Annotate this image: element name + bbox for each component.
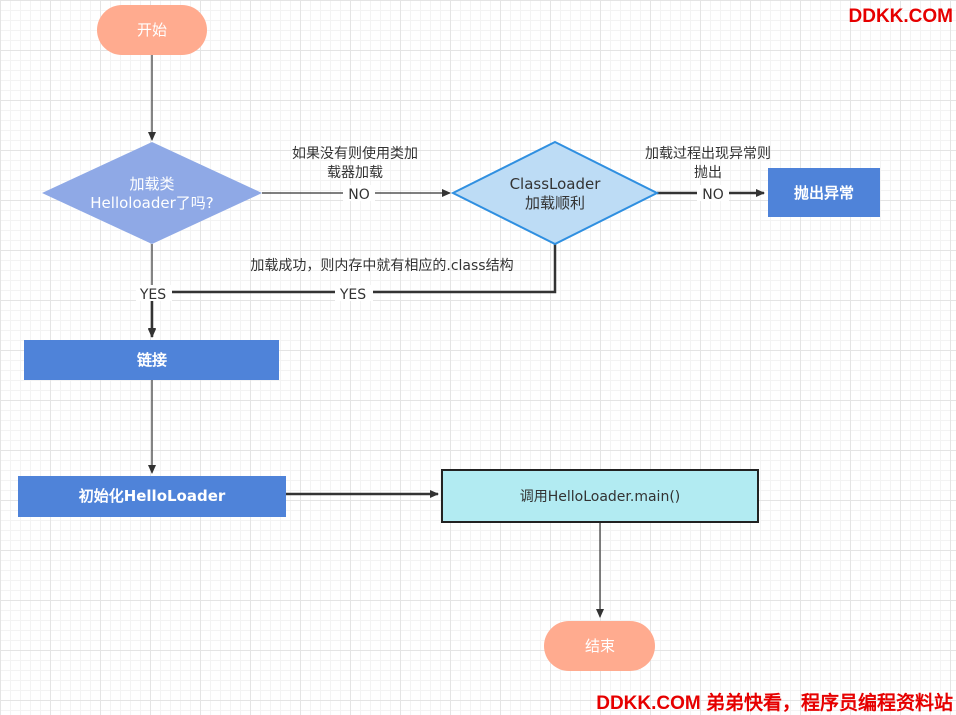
no-edge-description-line2: 载器加载 [327,165,383,181]
start-node: 开始 [97,5,207,55]
check-decision-label-line2: Helloloader了吗? [90,194,213,212]
yes-label-1: YES [139,287,166,303]
yes-label-2-background [335,285,373,301]
fail-no-label-background [697,185,729,201]
edges [148,55,765,618]
no-edge-description-line1: 如果没有则使用类加 [292,145,418,162]
invoke-main-label: 调用HelloLoader.main() [520,489,681,505]
invoke-main-node: 调用HelloLoader.main() [441,469,759,523]
fail-edge-description-line1: 加载过程出现异常则 [645,146,771,162]
no-label: NO [348,187,370,203]
throw-exception-node: 抛出异常 [768,168,880,217]
check-loaded-decision: 加载类 Helloloader了吗? [42,142,262,244]
start-label: 开始 [137,21,167,39]
no-label-background [343,185,375,201]
edge-labels: 如果没有则使用类加 载器加载 NO 加载过程出现异常则 抛出 NO 加载成功，则… [136,145,771,303]
yes-label-2: YES [339,287,366,303]
classloader-decision-shape [450,140,660,246]
classloader-decision: ClassLoader 加载顺利 [450,140,660,246]
init-node: 初始化HelloLoader [18,476,286,517]
link-node: 链接 [24,340,279,380]
check-decision-label-line1: 加载类 [129,175,174,193]
classloader-decision-label-line1: ClassLoader [510,175,602,193]
invoke-main-shape [441,469,759,523]
init-process-shape [18,476,286,517]
watermark-top: DDKK.COM [848,6,954,27]
yes-label-1-background [136,285,172,301]
check-decision-shape [42,142,262,244]
link-process-shape [24,340,279,380]
end-node: 结束 [544,621,655,671]
throw-exception-shape [768,168,880,217]
watermark-bottom: DDKK.COM 弟弟快看，程序员编程资料站 [596,693,953,714]
fail-no-label: NO [702,187,724,203]
link-label: 链接 [137,351,167,369]
success-edge-description: 加载成功，则内存中就有相应的.class结构 [250,257,513,274]
fail-edge-description-line2: 抛出 [694,165,722,181]
start-terminal-shape [97,5,207,55]
init-label: 初始化HelloLoader [79,487,226,505]
classloader-decision-label-line2: 加载顺利 [525,194,585,212]
end-terminal-shape [544,621,655,671]
throw-exception-label: 抛出异常 [794,184,854,202]
end-label: 结束 [585,637,615,655]
